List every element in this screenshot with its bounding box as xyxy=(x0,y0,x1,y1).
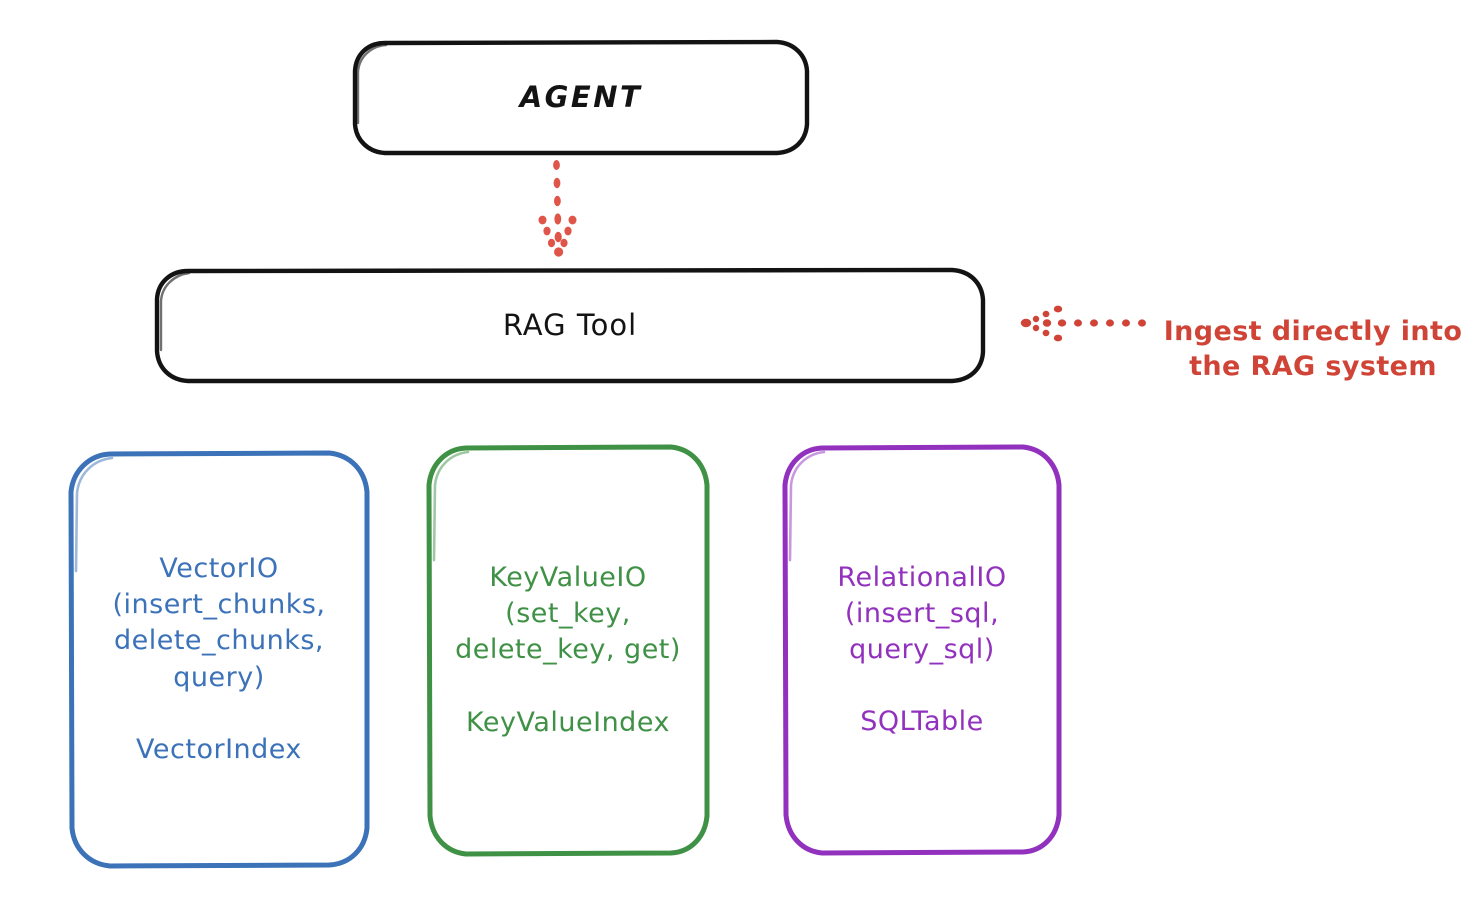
node-key-value-io-label: KeyValueIO (set_key, delete_key, get) Ke… xyxy=(455,562,681,738)
node-vector-io[interactable]: VectorIO (insert_chunks, delete_chunks, … xyxy=(68,450,370,869)
node-relational-io[interactable]: RelationalIO (insert_sql, query_sql) SQL… xyxy=(782,444,1062,856)
annotation-ingest: Ingest directly into the RAG system xyxy=(1148,278,1478,385)
node-relational-io-label: RelationalIO (insert_sql, query_sql) SQL… xyxy=(837,561,1007,738)
connector-ingest-to-rag-tool xyxy=(1020,305,1146,342)
connector-agent-to-rag-tool xyxy=(538,160,577,257)
node-agent-label: AGENT xyxy=(519,79,643,114)
node-rag-tool-label: RAG Tool xyxy=(502,307,638,342)
annotation-ingest-text: Ingest directly into the RAG system xyxy=(1163,315,1463,383)
node-vector-io-label: VectorIO (insert_chunks, delete_chunks, … xyxy=(112,552,326,765)
node-rag-tool[interactable]: RAG Tool xyxy=(154,267,986,384)
node-key-value-io[interactable]: KeyValueIO (set_key, delete_key, get) Ke… xyxy=(426,444,710,857)
node-agent[interactable]: AGENT xyxy=(352,39,810,156)
